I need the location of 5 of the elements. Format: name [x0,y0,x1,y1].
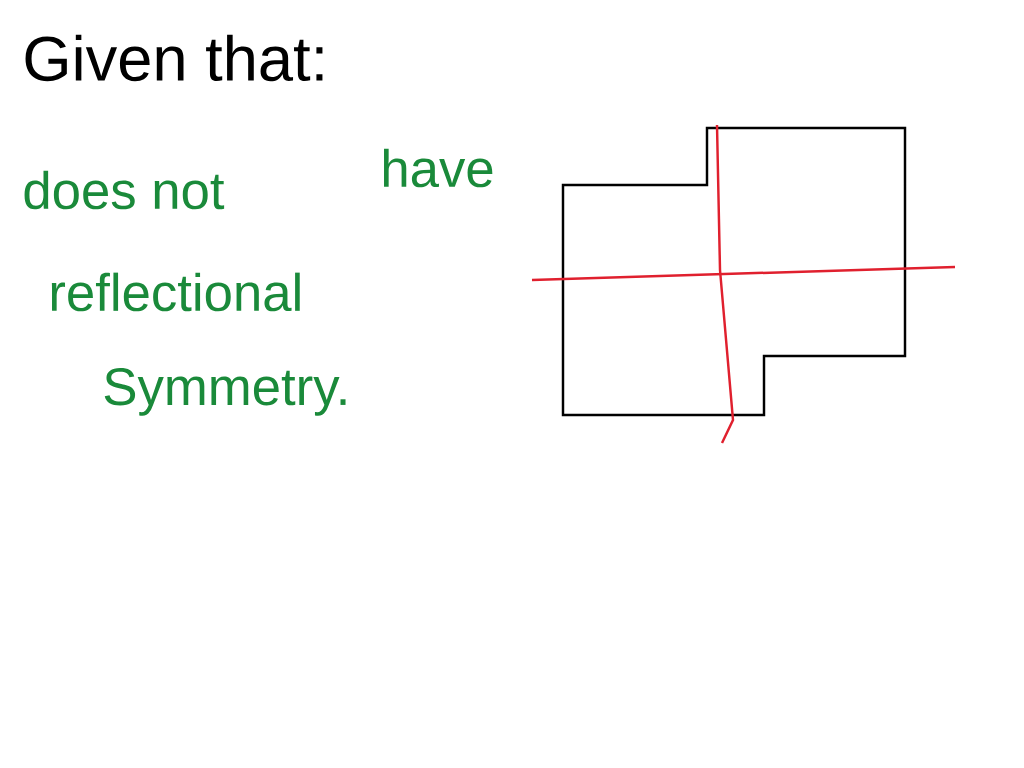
handwritten-text: have [384,148,493,188]
handwritten-text: Symmetry. [104,368,346,416]
handwritten-text: does not [24,170,225,210]
handwritten-text: Given that: [25,34,323,82]
handwritten-text: reflectional [51,272,300,312]
